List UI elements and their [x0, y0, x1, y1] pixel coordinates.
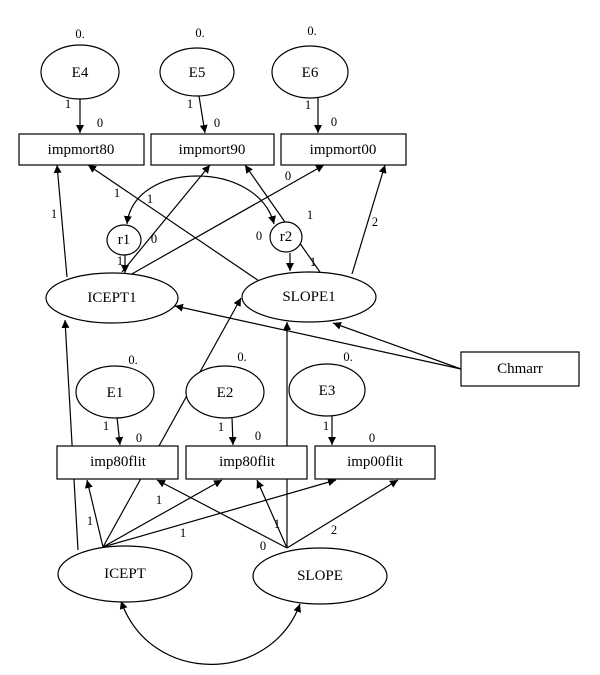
imp00flit-label: imp00flit	[347, 454, 404, 470]
w-r2-path: 1	[310, 255, 316, 269]
path-slope1-impmort90	[244, 164, 321, 273]
e1-mean: 0.	[128, 353, 137, 367]
w-e3-path: 1	[323, 419, 329, 433]
path-icept-imp00flit	[102, 478, 337, 548]
w-icept1-00: 0	[285, 169, 291, 183]
nodes	[18, 44, 580, 605]
e2-ellipse	[185, 365, 265, 419]
e5-mean: 0.	[195, 26, 204, 40]
e6-label: E6	[302, 65, 319, 81]
imp00flit-box	[314, 445, 436, 480]
impmort80-box	[18, 133, 145, 166]
e4-label: E4	[72, 65, 89, 81]
w-e2-int: 0	[255, 429, 261, 443]
impmort90-label: impmort90	[179, 142, 246, 158]
path-slope1-impmort00	[351, 164, 387, 275]
path-icept-icept1	[61, 319, 79, 551]
icept1-label: ICEPT1	[87, 290, 136, 306]
w-r2-mean: 0	[256, 229, 262, 243]
impmort00-label: impmort00	[310, 142, 377, 158]
w-e4-path: 1	[65, 97, 71, 111]
e6-ellipse	[271, 45, 349, 99]
e6-mean: 0.	[307, 24, 316, 38]
w-slope-c: 2	[331, 523, 337, 537]
imp80flit-label-b: imp80flit	[219, 454, 276, 470]
imp80flit-box-a	[56, 445, 179, 480]
path-icept-imp80flit-b	[102, 479, 223, 548]
path-e1-imp80flit	[115, 416, 124, 446]
slope1-ellipse	[241, 271, 377, 323]
cov-icept-slope	[119, 600, 301, 665]
w-r1-mean: 0	[151, 232, 157, 246]
e5-ellipse	[159, 47, 235, 97]
icept-label: ICEPT	[104, 566, 146, 582]
r1-label: r1	[118, 232, 131, 248]
path-e5-impmort90	[198, 95, 208, 134]
path-e2-imp80flit	[228, 416, 237, 446]
e2-label: E2	[217, 385, 234, 401]
chmarr-box	[460, 351, 580, 387]
e4-mean: 0.	[75, 27, 84, 41]
r1-ellipse	[106, 224, 142, 256]
path-slope-imp80flit-b	[256, 479, 288, 549]
path-icept1-impmort80	[53, 164, 68, 278]
slope1-label: SLOPE1	[282, 289, 335, 305]
path-icept-slope1	[102, 297, 242, 548]
path-icept1-impmort00	[129, 164, 325, 276]
e3-mean: 0.	[343, 350, 352, 364]
w-icept-b: 1	[156, 493, 162, 507]
w-e6-int: 0	[331, 115, 337, 129]
path-icept-imp80flit-a	[84, 479, 104, 548]
e4-ellipse	[40, 44, 120, 100]
impmort80-label: impmort80	[48, 142, 115, 158]
e3-label: E3	[319, 383, 336, 399]
w-e1-int: 0	[136, 431, 142, 445]
paths	[53, 95, 462, 665]
w-slope-a: 1	[274, 517, 280, 531]
w-e3-int: 0	[369, 431, 375, 445]
w-e5-int: 0	[214, 116, 220, 130]
e1-label: E1	[107, 385, 124, 401]
imp80flit-label-a: imp80flit	[90, 454, 147, 470]
w-slope1-80: 1	[147, 192, 153, 206]
path-slope1-impmort80	[87, 164, 266, 286]
w-r1-path: 1	[117, 254, 123, 268]
w-icept-a: 1	[87, 514, 93, 528]
chmarr-label: Chmarr	[497, 361, 543, 377]
path-slope-imp80flit-a	[156, 479, 288, 549]
imp80flit-box-b	[185, 445, 308, 480]
impmort00-box	[280, 133, 407, 166]
e5-label: E5	[189, 65, 206, 81]
path-chmarr-icept1	[174, 303, 462, 370]
slope-label: SLOPE	[297, 568, 343, 584]
path-chmarr-slope1	[332, 321, 462, 370]
w-slope1-90: 1	[307, 208, 313, 222]
e1-ellipse	[75, 365, 155, 419]
path-slope-imp00flit	[286, 479, 399, 549]
w-e1-path: 1	[103, 419, 109, 433]
cov-r1-r2	[123, 175, 276, 225]
impmort90-box	[150, 133, 275, 166]
w-icept1-90: 1	[114, 186, 120, 200]
w-e2-path: 1	[218, 420, 224, 434]
w-e6-path: 1	[305, 98, 311, 112]
w-slope-b: 0	[260, 539, 266, 553]
w-icept-c: 1	[180, 526, 186, 540]
e3-ellipse	[288, 363, 366, 417]
r2-label: r2	[280, 229, 293, 245]
e2-mean: 0.	[237, 350, 246, 364]
icept-ellipse	[57, 545, 193, 603]
w-icept1-80: 1	[51, 207, 57, 221]
w-e4-int: 0	[97, 116, 103, 130]
w-e5-path: 1	[187, 97, 193, 111]
icept1-ellipse	[45, 272, 179, 324]
slope-ellipse	[252, 547, 388, 605]
r2-ellipse	[269, 221, 303, 253]
w-slope1-00: 2	[372, 215, 378, 229]
